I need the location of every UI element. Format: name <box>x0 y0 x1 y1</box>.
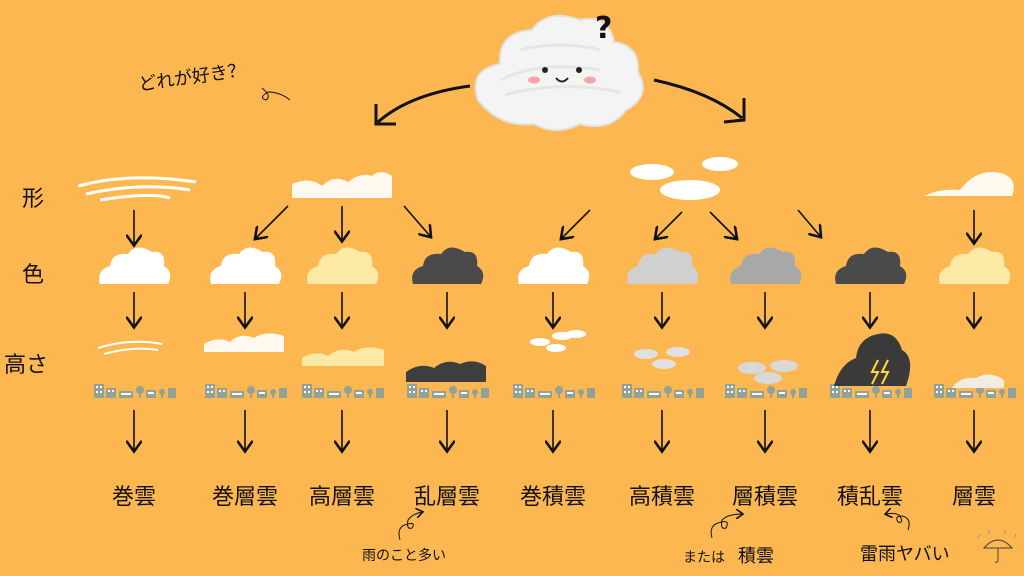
question-text: どれが好き？ <box>137 60 247 96</box>
height-cumulonimbus <box>834 333 911 386</box>
row-label-color: 色 <box>22 263 44 288</box>
note-arrow-rain <box>398 512 422 541</box>
height-altocumulus <box>652 359 676 369</box>
height-cirrus <box>97 340 163 355</box>
city-icon <box>830 384 912 398</box>
cloud-name: 高層雲 <box>309 485 375 510</box>
color-cloud-icon <box>518 247 590 284</box>
shape-row <box>77 157 1014 202</box>
city-icon <box>407 384 489 398</box>
column-6: 高積雲 <box>622 247 704 510</box>
column-5: 巻積雲 <box>513 247 595 510</box>
note-arrow-thunder <box>886 513 910 531</box>
height-cirrocumulus <box>530 338 550 346</box>
color-cloud-icon <box>835 247 907 284</box>
note-arrow-cumulus <box>710 514 742 539</box>
cloud-name: 積乱雲 <box>837 485 903 510</box>
height-stratocumulus <box>754 372 782 384</box>
height-cirrocumulus <box>546 344 566 352</box>
shape-altostratus <box>292 172 392 198</box>
height-stratocumulus <box>738 362 766 374</box>
row-label-shape: 形 <box>22 187 44 212</box>
height-nimbostratus <box>406 361 486 382</box>
color-cloud-icon <box>412 247 484 284</box>
color-cloud-icon <box>627 247 699 284</box>
column-9: 層雲 <box>934 247 1016 510</box>
cloud-name: 巻雲 <box>112 485 156 510</box>
city-icon <box>622 384 704 398</box>
main-cloud-illustration: ? <box>474 11 644 131</box>
height-altostratus <box>302 347 384 366</box>
shape-cirrus <box>77 176 197 202</box>
city-icon <box>302 384 384 398</box>
column-2: 巻層雲 <box>205 247 287 510</box>
height-stratus <box>952 374 1004 388</box>
big-arrow-left <box>377 84 471 124</box>
note-or-name: 積雲 <box>738 546 774 567</box>
cloud-name: 巻層雲 <box>212 485 278 510</box>
column-1: 巻雲 <box>94 247 176 510</box>
shape-arrows <box>134 205 974 244</box>
height-row <box>97 330 1004 388</box>
cloud-name: 層雲 <box>952 485 996 510</box>
note-thunder: 雷雨ヤバい <box>860 544 950 565</box>
height-cirrostratus <box>204 333 284 352</box>
shape-stratus <box>924 172 1014 196</box>
column-7: 層積雲 <box>725 247 807 510</box>
color-cloud-icon <box>939 247 1011 284</box>
column-4: 乱層雲 <box>407 247 489 510</box>
color-cloud-icon <box>307 247 379 284</box>
lightning-icon <box>880 359 890 385</box>
column-8: 積乱雲 <box>830 247 912 510</box>
height-stratocumulus <box>770 360 798 372</box>
city-icon <box>205 384 287 398</box>
big-arrow-right <box>653 78 743 120</box>
cloud-name: 高積雲 <box>629 485 695 510</box>
cloud-name: 巻積雲 <box>520 485 586 510</box>
umbrella-icon <box>977 529 1017 563</box>
cloud-name: 層積雲 <box>732 485 798 510</box>
color-cloud-icon <box>99 247 171 284</box>
note-or-prefix: または <box>683 550 725 566</box>
lightning-icon <box>870 359 880 385</box>
squiggle-arrow-icon <box>261 87 291 101</box>
height-cirrocumulus <box>566 330 586 338</box>
shape-cumulus-group <box>630 157 738 200</box>
cloud-name: 乱層雲 <box>414 485 480 510</box>
row-label-height: 高さ <box>4 353 48 378</box>
note-rain: 雨のこと多い <box>362 547 446 564</box>
height-altocumulus <box>634 349 658 359</box>
question-mark-icon: ? <box>595 11 612 46</box>
city-icon <box>94 384 176 398</box>
city-icon <box>513 384 595 398</box>
height-altocumulus <box>666 347 690 357</box>
color-cloud-icon <box>210 247 282 284</box>
column-3: 高層雲 <box>302 247 384 510</box>
city-icon <box>725 384 807 398</box>
color-cloud-icon <box>730 247 802 284</box>
